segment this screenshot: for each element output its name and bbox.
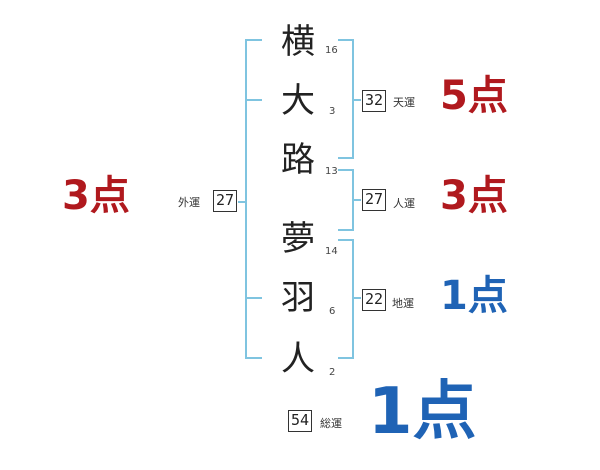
stroke-count-3: 13 [325,166,338,177]
chiun-score: 1点 [440,273,508,319]
souun-label: 総運 [320,417,342,430]
stroke-count-1: 16 [325,45,338,56]
jinun-bracket [338,169,361,231]
gaiun-value-box: 27 [213,190,237,212]
stroke-count-4: 14 [325,246,338,257]
stroke-count-5: 6 [329,306,336,317]
name-char-5: 羽 [281,278,315,318]
gaiun-label: 外運 [178,196,200,209]
tenun-value-box: 32 [362,90,386,112]
souun-score: 1点 [368,375,477,449]
name-char-4: 夢 [281,219,315,259]
souun-value-box: 54 [288,410,312,432]
chiun-value-box: 22 [362,289,386,311]
chiun-bracket [338,239,361,359]
tenun-score: 5点 [440,73,508,119]
jinun-label: 人運 [393,197,415,210]
outer-bracket [238,39,262,359]
name-char-3: 路 [281,140,315,180]
jinun-value-box: 27 [362,189,386,211]
tenun-label: 天運 [393,96,415,109]
jinun-score: 3点 [440,173,508,219]
name-char-1: 横 [281,22,315,62]
stroke-count-6: 2 [329,367,336,378]
name-char-6: 人 [281,339,315,379]
chiun-label: 地運 [392,297,414,310]
stroke-count-2: 3 [329,106,336,117]
gaiun-score: 3点 [62,173,130,219]
name-char-2: 大 [281,81,315,121]
tenun-bracket [338,39,361,159]
